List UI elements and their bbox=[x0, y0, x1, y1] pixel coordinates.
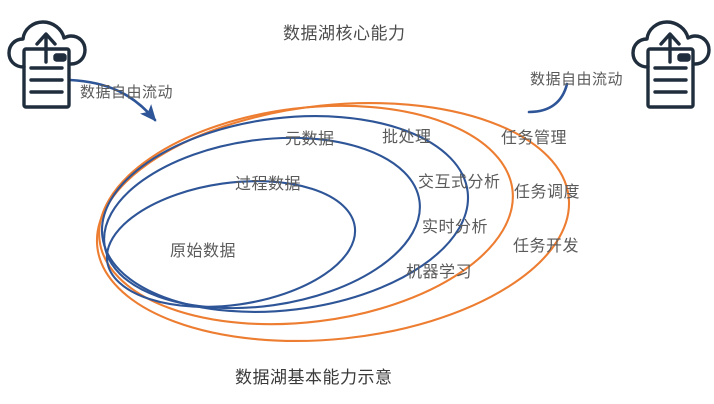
ring-label-machine-learning: 机器学习 bbox=[406, 262, 473, 281]
ring-label-task-management: 任务管理 bbox=[501, 128, 568, 147]
ring-process-data bbox=[103, 136, 421, 310]
ring-label-metadata: 元数据 bbox=[285, 129, 335, 148]
server-rows-icon bbox=[29, 66, 64, 94]
server-box-icon bbox=[22, 47, 71, 109]
cloud-shape-icon bbox=[631, 20, 711, 69]
flow-arrow-left bbox=[68, 78, 157, 122]
ring-label-raw-data: 原始数据 bbox=[170, 241, 237, 260]
cloud-storage-upload-icon-right bbox=[631, 20, 711, 109]
flow-label-left: 数据自由流动 bbox=[80, 83, 174, 101]
ring-label-process-data: 过程数据 bbox=[235, 174, 302, 193]
ring-raw-data bbox=[105, 180, 357, 308]
diagram-title: 数据湖核心能力 bbox=[283, 24, 406, 44]
flow-label-right: 数据自由流动 bbox=[530, 70, 624, 88]
flow-arrow-right bbox=[527, 82, 569, 114]
server-box-icon bbox=[646, 47, 695, 109]
ring-label-interactive-analysis: 交互式分析 bbox=[418, 172, 501, 191]
ring-label-batch-processing: 批处理 bbox=[382, 127, 432, 146]
ring-inner-orange bbox=[98, 104, 514, 326]
server-indicator-icon bbox=[53, 53, 67, 62]
cloud-shape-icon bbox=[7, 20, 87, 69]
cloud-storage-upload-icon-left bbox=[7, 20, 87, 109]
server-rows-icon bbox=[653, 66, 688, 94]
ring-label-realtime-analysis: 实时分析 bbox=[422, 217, 489, 236]
ring-metadata bbox=[100, 115, 470, 313]
ring-label-task-development: 任务开发 bbox=[513, 236, 580, 255]
ring-label-task-scheduling: 任务调度 bbox=[514, 182, 581, 201]
server-indicator-icon bbox=[677, 53, 691, 62]
diagram-caption: 数据湖基本能力示意 bbox=[235, 368, 393, 388]
